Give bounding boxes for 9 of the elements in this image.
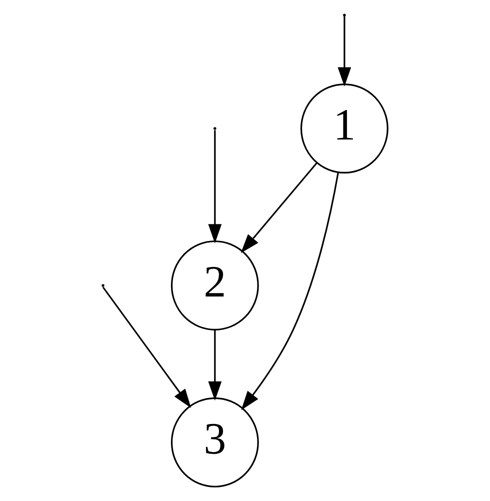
arrow	[241, 172, 339, 410]
node-circle: 3	[170, 397, 259, 488]
arrow	[208, 330, 222, 401]
arrow	[208, 130, 222, 244]
arrow	[338, 16, 352, 86]
arrow	[102, 286, 192, 408]
node-circle: 2	[170, 240, 259, 330]
arrow	[240, 162, 318, 254]
node-circle: 1	[300, 83, 388, 174]
